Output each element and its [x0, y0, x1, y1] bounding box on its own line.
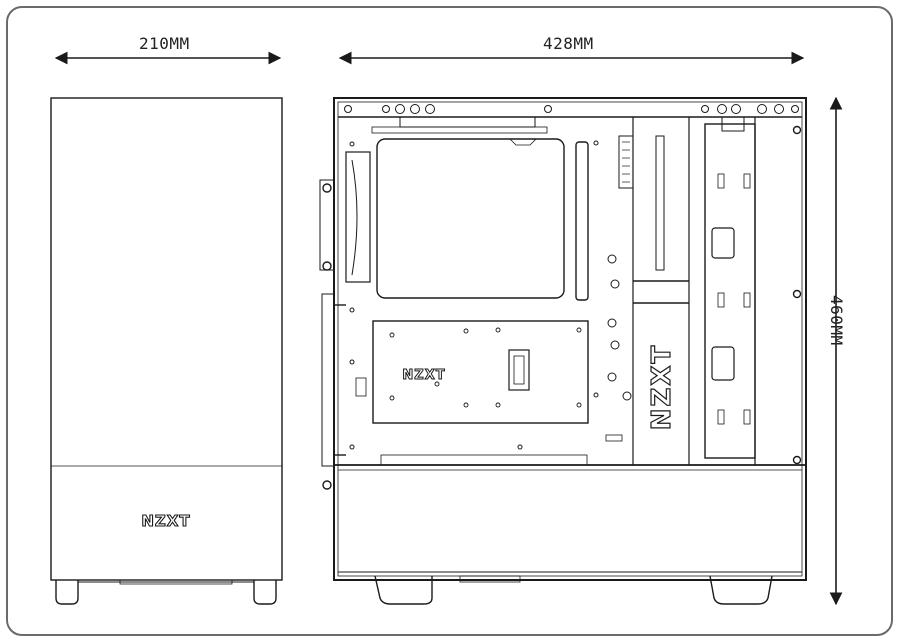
front-left-foot: [55, 580, 79, 605]
side-view: [319, 97, 807, 605]
side-rear-foot: [709, 575, 773, 605]
front-panel: [50, 97, 283, 581]
top-screw-holes: [344, 104, 799, 114]
cable-slot: [575, 141, 589, 301]
diagram-frame: [6, 6, 893, 636]
cable-grommet: [618, 135, 634, 189]
rear-fan-bracket: [345, 151, 371, 283]
motherboard-backplate: [372, 320, 589, 424]
width-label: 210MM: [139, 34, 190, 53]
side-front-foot: [374, 575, 433, 605]
cpu-cutout: [376, 138, 565, 299]
front-right-foot: [253, 580, 277, 605]
front-view: [50, 97, 283, 605]
standoff-holes: [349, 140, 632, 450]
side-shell: [333, 97, 807, 581]
front-nzxt-logo: NZXT: [141, 512, 190, 530]
backplate-nzxt-logo: NZXT: [402, 368, 445, 383]
height-label: 460MM: [827, 295, 846, 346]
depth-label: 428MM: [543, 34, 594, 53]
shroud-nzxt-logo: NZXT: [647, 344, 677, 430]
